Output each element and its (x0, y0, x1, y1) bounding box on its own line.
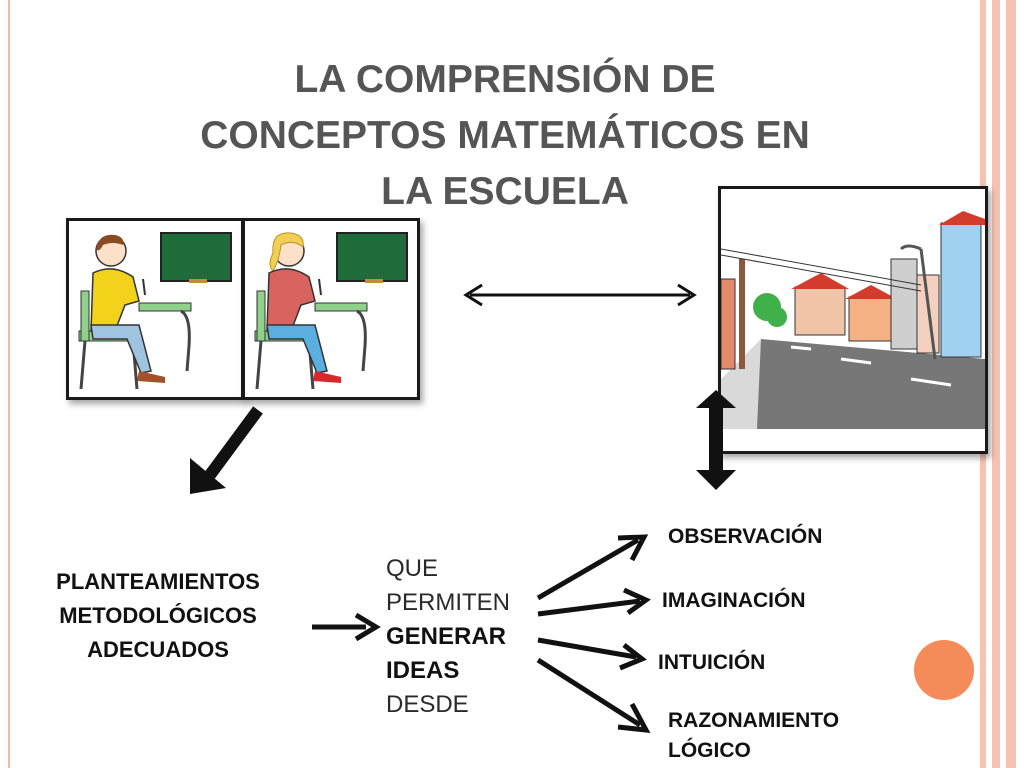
mid-text-line-3: GENERAR (386, 623, 507, 650)
double-arrow-icon (463, 283, 697, 307)
left-text-line-1: PLANTEAMIENTOS (56, 569, 260, 594)
title-line-1: LA COMPRENSIÓN DE (294, 58, 716, 101)
decorative-orange-circle (914, 640, 974, 700)
slide-title: LA COMPRENSIÓN DE CONCEPTOS MATEMÁTICOS … (150, 52, 860, 220)
mid-text-line-1: QUE (386, 555, 439, 582)
arrow-icon (536, 534, 649, 601)
arrow-icon (537, 587, 651, 617)
outcome-imaginacion: IMAGINACIÓN (662, 589, 806, 612)
arrow-icon (537, 637, 647, 671)
left-text-line-2: METODOLÓGICOS (59, 603, 257, 628)
outcome-intuicion: INTUICIÓN (658, 651, 766, 674)
boy-student-icon (78, 232, 232, 390)
classroom-girl-pictogram (242, 218, 420, 400)
double-arrow-icon (696, 390, 736, 490)
mid-text-line-5: DESDE (386, 691, 469, 718)
girl-student-icon (254, 232, 408, 390)
left-text-line-3: ADECUADOS (87, 637, 229, 662)
outcome-observacion: OBSERVACIÓN (668, 525, 823, 548)
mid-text-line-2: PERMITEN (386, 589, 511, 616)
outcome-line-2: LÓGICO (668, 739, 751, 762)
city-street-icon (721, 189, 985, 451)
arrow-icon (312, 612, 381, 642)
mid-text-line-4: IDEAS (386, 657, 460, 684)
generate-ideas-text: QUE PERMITEN GENERAR IDEAS DESDE (386, 552, 510, 722)
slide-left-border (8, 0, 10, 768)
arrow-icon (190, 406, 263, 494)
title-line-3: LA ESCUELA (381, 170, 629, 213)
city-street-pictogram (718, 186, 988, 454)
outcome-razonamiento-logico: RAZONAMIENTO LÓGICO (668, 706, 839, 766)
outcome-line-1: RAZONAMIENTO (668, 709, 840, 732)
methodological-approaches-text: PLANTEAMIENTOS METODOLÓGICOS ADECUADOS (28, 565, 288, 667)
title-line-2: CONCEPTOS MATEMÁTICOS EN (200, 114, 810, 157)
arrow-icon (536, 657, 651, 733)
